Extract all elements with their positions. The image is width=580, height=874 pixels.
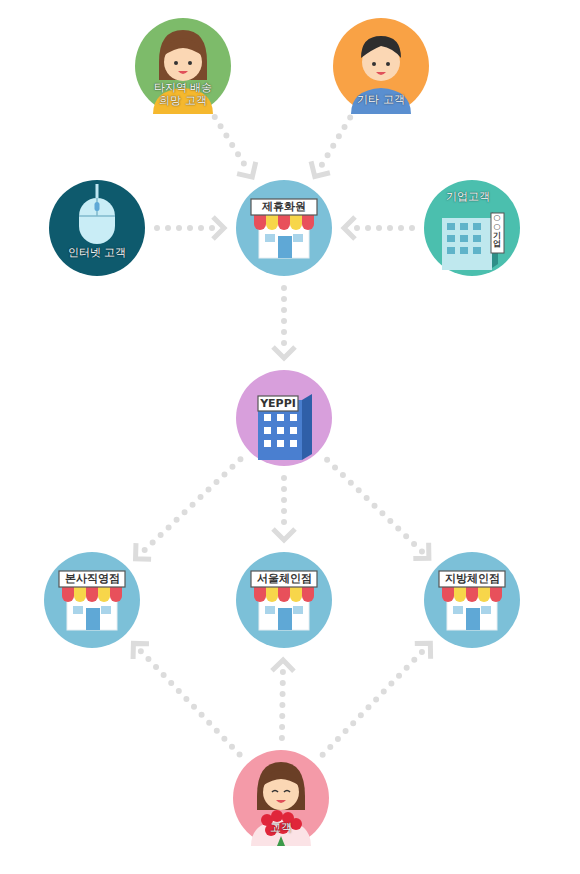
arrow-head [413, 543, 429, 559]
shop-circle: 서울체인점 [236, 552, 332, 648]
node-label: 본사직영점 [59, 572, 125, 585]
dotted-arrow [215, 117, 256, 177]
node-label: 제휴화원 [251, 200, 317, 213]
company-building [424, 180, 520, 276]
dotted-arrow [327, 460, 429, 559]
dotted-line [157, 225, 216, 231]
dotted-line [327, 460, 423, 553]
seoul-shop [236, 552, 332, 648]
dotted-arrow [133, 643, 240, 754]
sign-label: ○○기업 [493, 214, 501, 249]
customer-circle: 타지역 배송 희망 고객 [135, 18, 231, 114]
dotted-line [319, 117, 350, 169]
node-label: 기타 고객 [346, 93, 416, 106]
girl-figure [135, 18, 231, 114]
dotted-line [281, 478, 287, 532]
dotted-line [141, 459, 240, 553]
arrow-head [272, 660, 294, 671]
yeppi-building [236, 370, 332, 466]
node-label: 고객 [251, 821, 311, 834]
customer-circle: 인터넷 고객 [49, 180, 145, 276]
dotted-line [139, 649, 240, 754]
node-label: 인터넷 고객 [59, 246, 135, 259]
node-label: 지방체인점 [439, 572, 505, 585]
arrow-head [237, 162, 256, 177]
company-circle: 기업고객 ○○기업 [424, 180, 520, 276]
arrow-head [136, 543, 152, 559]
partner-shop [236, 180, 332, 276]
dotted-arrow [157, 217, 224, 239]
shop-circle: 본사직영점 [44, 552, 140, 648]
dotted-arrow [272, 660, 294, 738]
dotted-line [352, 225, 412, 231]
customer-circle: 기타 고객 [333, 18, 429, 114]
dotted-arrow [273, 478, 295, 540]
arrow-head [311, 161, 330, 176]
node-label: 서울체인점 [251, 572, 317, 585]
arrow-head [344, 217, 355, 239]
dotted-arrow [136, 459, 241, 559]
dotted-line [282, 668, 283, 738]
boy-figure [333, 18, 429, 114]
headquarters-circle: YEPPI [236, 370, 332, 466]
customer-figure [233, 750, 329, 846]
region-shop [424, 552, 520, 648]
mouse-figure [49, 180, 145, 276]
node-label: 타지역 배송 희망 고객 [148, 81, 218, 107]
arrow-head [415, 643, 431, 659]
dotted-line [281, 288, 287, 350]
dotted-line [215, 117, 248, 170]
dotted-arrow [344, 217, 412, 239]
arrow-head [273, 347, 295, 358]
customer-circle: 고객 [233, 750, 329, 846]
arrow-head [133, 643, 149, 659]
arrow-head [213, 217, 224, 239]
dotted-arrow [323, 643, 431, 755]
shop-circle: 지방체인점 [424, 552, 520, 648]
dotted-arrow [311, 117, 350, 176]
arrow-head [273, 529, 295, 540]
node-label: YEPPI [258, 397, 298, 410]
direct-shop [44, 552, 140, 648]
shop-circle: 제휴화원 [236, 180, 332, 276]
dotted-line [323, 649, 425, 755]
node-label: 기업고객 [432, 190, 504, 203]
dotted-arrow [273, 288, 295, 358]
